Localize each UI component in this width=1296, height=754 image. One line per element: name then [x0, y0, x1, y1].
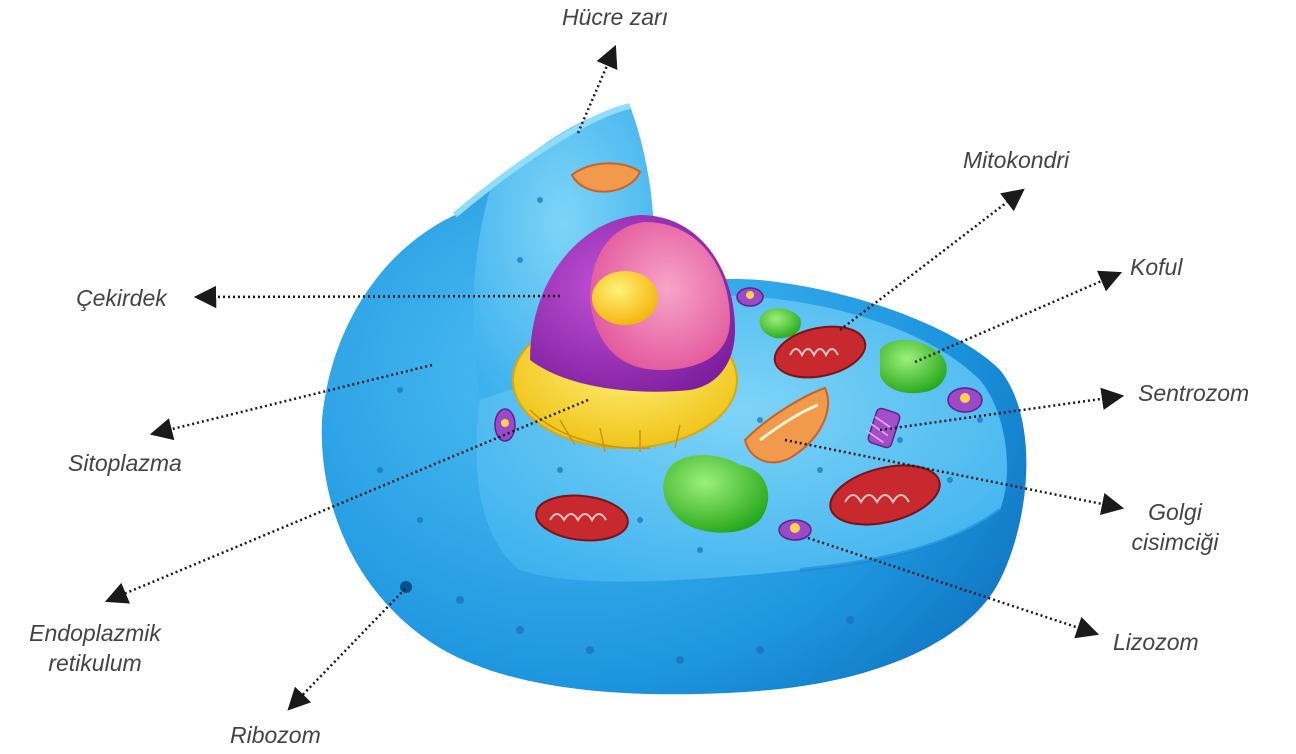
ribosome-shape: [400, 581, 412, 593]
pointer-ribosome: [289, 589, 405, 709]
label-ribosome: Ribozom: [230, 720, 321, 750]
label-centrosome: Sentrozom: [1138, 378, 1249, 408]
label-nucleus: Çekirdek: [76, 283, 167, 313]
label-cell-membrane: Hücre zarı: [562, 2, 668, 32]
label-er-line1: Endoplazmik: [10, 618, 180, 648]
label-golgi: Golgi cisimciği: [1120, 497, 1230, 557]
label-golgi-line1: Golgi: [1120, 497, 1230, 527]
label-golgi-line2: cisimciği: [1120, 527, 1230, 557]
label-cytoplasm: Sitoplazma: [68, 448, 182, 478]
label-lysosome: Lizozom: [1113, 627, 1199, 657]
label-mitochondria: Mitokondri: [963, 145, 1069, 175]
label-er-line2: retikulum: [10, 648, 180, 678]
label-endoplasmic-reticulum: Endoplazmik retikulum: [10, 618, 180, 678]
label-vacuole: Koful: [1130, 252, 1182, 282]
